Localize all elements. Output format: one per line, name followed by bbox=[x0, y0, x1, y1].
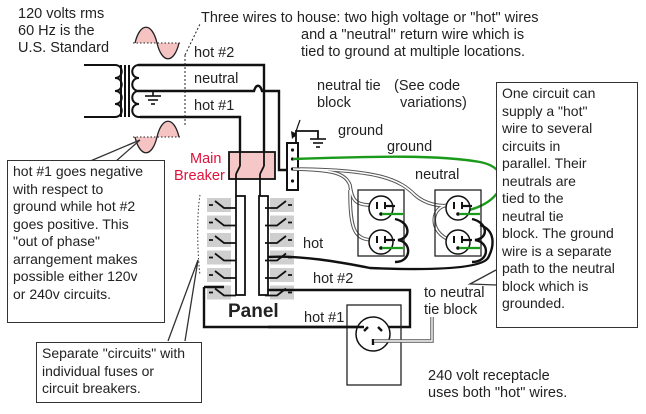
source-label-line3: U.S. Standard bbox=[18, 40, 110, 56]
circuit-breakers bbox=[207, 198, 294, 300]
outlet bbox=[368, 195, 403, 221]
receptacle-240-label-2: uses both "hot" wires. bbox=[428, 385, 568, 401]
source-label-line1: 120 volts rms bbox=[18, 6, 105, 22]
neutral-tie-block bbox=[286, 142, 299, 191]
neutral-tie-label-2: block bbox=[317, 95, 351, 111]
to-neutral-label-2: tie block bbox=[424, 302, 478, 318]
circuit-breaker-switch bbox=[207, 250, 236, 265]
sine-wave-hot2 bbox=[133, 26, 182, 60]
neutral-wire bbox=[138, 84, 288, 172]
ground-symbol-transformer bbox=[145, 90, 161, 105]
panel-hot1-label: hot #1 bbox=[304, 310, 345, 326]
outlet bbox=[445, 229, 480, 255]
hot-label: hot bbox=[303, 236, 324, 252]
neutral-tie-label-1: neutral tie bbox=[317, 78, 381, 94]
code-variations-2: variations) bbox=[400, 95, 467, 111]
outlet bbox=[445, 195, 480, 221]
circuit-breaker-switch bbox=[207, 215, 236, 230]
main-breaker-label-2: Breaker bbox=[174, 168, 225, 184]
bus-bar-left bbox=[235, 195, 246, 296]
hot2-label: hot #2 bbox=[194, 45, 235, 61]
hot1-wire bbox=[140, 115, 242, 152]
circuit-breaker-switch bbox=[207, 233, 236, 247]
circuit-breaker-switch bbox=[265, 198, 294, 212]
circuit-breaker-switch bbox=[265, 268, 294, 282]
duplex-outlets bbox=[368, 195, 480, 255]
sine-wave-hot1 bbox=[133, 120, 182, 154]
ground-wire-label: ground bbox=[387, 139, 433, 155]
circuit-breaker-switch bbox=[207, 268, 236, 282]
circuit-breaker-switch bbox=[265, 285, 294, 300]
three-wires-line3: tied to ground at multiple locations. bbox=[301, 44, 526, 60]
ground-label: ground bbox=[338, 123, 384, 139]
source-label-line2: 60 Hz is the bbox=[18, 23, 95, 39]
hot-circuit-wire bbox=[267, 223, 494, 271]
panel-hot2-label: hot #2 bbox=[313, 271, 354, 287]
callout-phase: hot #1 goes negative with respect to gro… bbox=[7, 160, 165, 323]
main-breaker-label-1: Main bbox=[190, 151, 222, 167]
bus-bar-right bbox=[258, 195, 269, 296]
panel-label: Panel bbox=[228, 301, 279, 322]
neutral-label: neutral bbox=[194, 71, 239, 87]
callout-parallel: One circuit can supply a "hot" wire to s… bbox=[496, 82, 638, 328]
circuit-breaker-switch bbox=[207, 285, 236, 300]
three-wires-line1: Three wires to house: two high voltage o… bbox=[201, 10, 539, 26]
hot2-wire bbox=[138, 63, 266, 152]
circuit-breaker-switch bbox=[207, 198, 236, 212]
dotted-bracket bbox=[197, 194, 201, 276]
service-wires bbox=[138, 63, 288, 172]
ground-symbol-block bbox=[310, 138, 326, 148]
receptacle-240-box bbox=[346, 304, 402, 386]
three-wires-line2: and a "neutral" return wire which is bbox=[301, 27, 525, 43]
hot1-label: hot #1 bbox=[194, 98, 235, 114]
receptacle-240-label-1: 240 volt receptacle bbox=[428, 368, 550, 384]
panel-outline bbox=[202, 287, 412, 329]
circuit-breaker-switch bbox=[265, 233, 294, 247]
callout-circuits: Separate "circuits" with individual fuse… bbox=[36, 342, 202, 403]
receptacle-240 bbox=[355, 316, 391, 352]
outlet bbox=[368, 229, 403, 255]
circuit-breaker-switch bbox=[265, 215, 294, 230]
to-neutral-label-1: to neutral bbox=[424, 285, 485, 301]
code-variations-1: (See code bbox=[394, 78, 461, 94]
neutral-wire-label: neutral bbox=[415, 167, 460, 183]
ground-wire bbox=[292, 155, 503, 214]
